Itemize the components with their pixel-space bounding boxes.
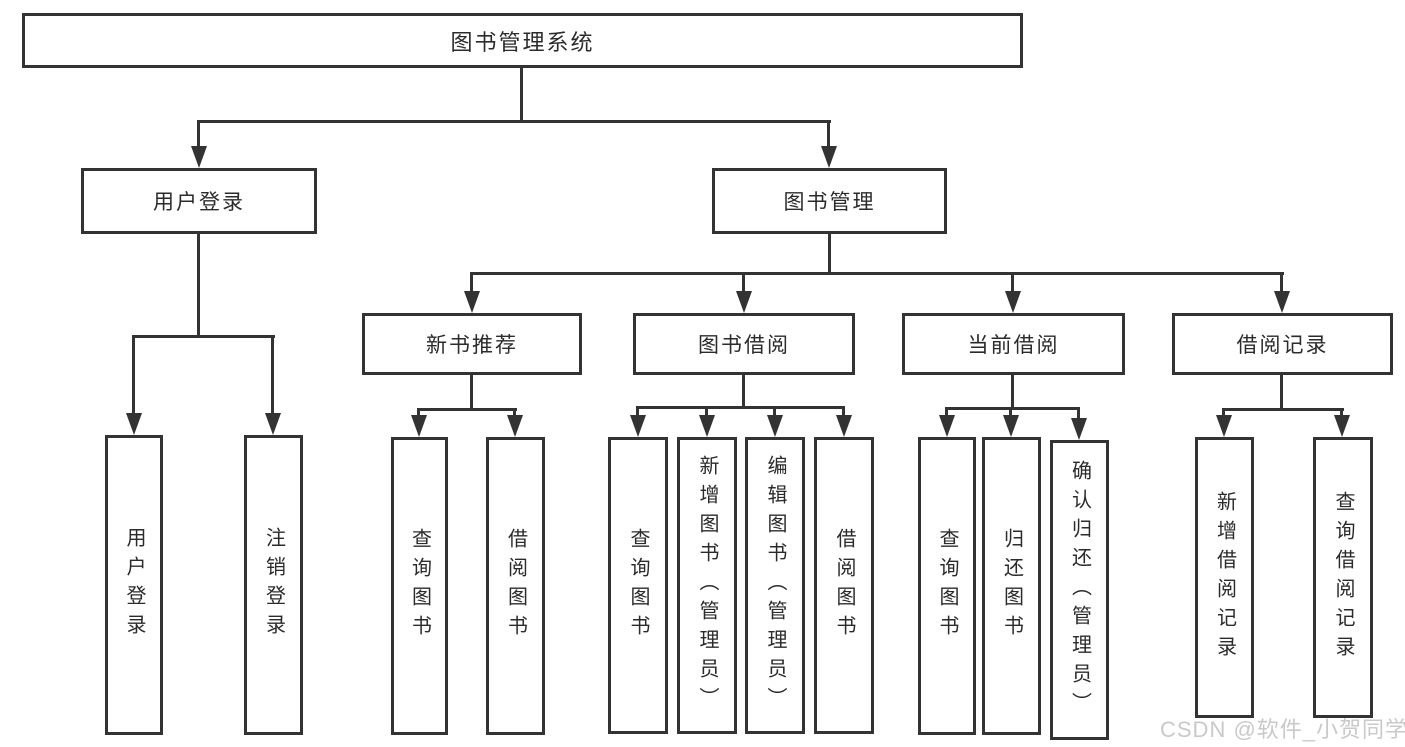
node-borrow-records-label: 借阅记录: [1236, 334, 1329, 357]
arrowhead-icon: [1274, 291, 1290, 313]
csdn-watermark: CSDN @软件_小贺同学: [1160, 717, 1405, 742]
leaf-borrow-books: 借阅图书: [814, 437, 874, 734]
connector-new-book-recommend-stem: [470, 375, 473, 408]
connector-book-management-stem: [828, 234, 831, 272]
node-new-book-recommend: 新书推荐: [362, 313, 582, 375]
node-book-borrow: 图书借阅: [633, 313, 855, 375]
connector-current-borrow-rail: [945, 407, 1080, 410]
leaf-query-borrow-record-label: 查询借阅记录: [1332, 490, 1354, 665]
arrowhead-icon: [836, 415, 852, 437]
arrowhead-icon: [736, 291, 752, 313]
leaf-query-borrow-record: 查询借阅记录: [1313, 437, 1373, 718]
connector-book-borrow-stem: [742, 375, 745, 406]
leaf-add-borrow-record-label: 新增借阅记录: [1213, 490, 1236, 665]
leaf-query-books-borrow-label: 查询图书: [627, 527, 649, 644]
arrowhead-icon: [191, 146, 207, 168]
arrowhead-icon: [767, 415, 783, 437]
connector-book-borrow-rail: [636, 406, 845, 409]
leaf-query-books-recommend: 查询图书: [391, 437, 448, 735]
connector-root-stem: [520, 68, 523, 120]
leaf-query-books-borrow: 查询图书: [608, 437, 668, 734]
leaf-borrow-books-label: 借阅图书: [833, 527, 855, 644]
node-library-management-system: 图书管理系统: [22, 13, 1023, 68]
leaf-confirm-return-admin: 确认归还（管理员）: [1050, 440, 1109, 740]
connector-new-book-recommend-rail: [417, 408, 517, 411]
node-current-borrow-label: 当前借阅: [967, 334, 1060, 357]
node-borrow-records: 借阅记录: [1172, 313, 1393, 375]
arrowhead-icon: [126, 413, 142, 435]
arrowhead-icon: [265, 413, 281, 435]
connector-to-leaf: [1340, 408, 1343, 419]
leaf-edit-books-admin-label: 编辑图书（管理员）: [764, 455, 786, 716]
arrowhead-icon: [1334, 415, 1350, 437]
node-book-management-label: 图书管理: [783, 191, 876, 214]
connector-user-login-stem: [197, 234, 200, 335]
connector-to-leaf: [513, 408, 516, 419]
node-new-book-recommend-label: 新书推荐: [426, 334, 518, 357]
connector-to-leaf: [1009, 407, 1012, 419]
connector-user-login-rail: [132, 335, 275, 338]
connector-to-leaf: [945, 407, 948, 419]
leaf-borrow-books-recommend: 借阅图书: [486, 437, 545, 735]
connector-current-borrow-stem: [1011, 375, 1014, 407]
node-library-management-system-label: 图书管理系统: [450, 29, 595, 55]
leaf-logout: 注销登录: [244, 435, 303, 735]
connector-to-leaf: [636, 406, 639, 419]
connector-to-leaf: [1222, 408, 1225, 419]
leaf-user-login-label: 用户登录: [123, 527, 145, 643]
arrowhead-icon: [939, 415, 955, 437]
connector-to-book-management: [827, 120, 830, 150]
connector-borrow-records-stem: [1280, 375, 1283, 408]
connector-to-user-login: [197, 120, 200, 150]
leaf-user-login: 用户登录: [105, 435, 163, 735]
connector-to-new-book-recommend: [470, 272, 473, 295]
connector-to-leaf: [417, 408, 420, 419]
connector-level2-rail: [197, 120, 831, 123]
connector-to-borrow-records: [1280, 272, 1283, 295]
arrowhead-icon: [699, 415, 715, 437]
connector-to-leaf: [773, 406, 776, 419]
connector-to-leaf: [271, 335, 274, 415]
arrowhead-icon: [1216, 415, 1232, 437]
leaf-add-books-admin: 新增图书（管理员）: [677, 437, 737, 734]
arrowhead-icon: [411, 415, 427, 437]
arrowhead-icon: [1005, 291, 1021, 313]
leaf-add-borrow-record: 新增借阅记录: [1195, 437, 1254, 718]
leaf-add-books-admin-label: 新增图书（管理员）: [696, 455, 718, 716]
arrowhead-icon: [821, 146, 837, 168]
leaf-logout-label: 注销登录: [262, 527, 285, 643]
node-current-borrow: 当前借阅: [902, 313, 1125, 375]
leaf-confirm-return-admin-label: 确认归还（管理员）: [1068, 459, 1091, 721]
node-user-login-label: 用户登录: [153, 191, 245, 214]
leaf-query-books-recommend-label: 查询图书: [408, 528, 431, 644]
connector-to-leaf: [1077, 407, 1080, 420]
arrowhead-icon: [1071, 418, 1087, 440]
connector-to-leaf: [132, 335, 135, 415]
leaf-return-books-label: 归还图书: [1000, 528, 1023, 644]
leaf-return-books: 归还图书: [982, 437, 1041, 735]
leaf-edit-books-admin: 编辑图书（管理员）: [745, 437, 805, 734]
connector-to-book-borrow: [742, 272, 745, 295]
connector-level3-rail: [470, 272, 1284, 275]
leaf-query-books-current-label: 查询图书: [936, 528, 958, 644]
arrowhead-icon: [1003, 415, 1019, 437]
connector-borrow-records-rail: [1222, 408, 1344, 411]
arrowhead-icon: [464, 291, 480, 313]
leaf-query-books-current: 查询图书: [918, 437, 976, 735]
node-user-login: 用户登录: [81, 168, 317, 234]
arrowhead-icon: [630, 415, 646, 437]
connector-to-leaf: [705, 406, 708, 419]
connector-to-current-borrow: [1011, 272, 1014, 295]
arrowhead-icon: [507, 415, 523, 437]
leaf-borrow-books-recommend-label: 借阅图书: [504, 528, 527, 644]
node-book-borrow-label: 图书借阅: [698, 334, 790, 357]
node-book-management: 图书管理: [712, 168, 947, 234]
connector-to-leaf: [842, 406, 845, 419]
